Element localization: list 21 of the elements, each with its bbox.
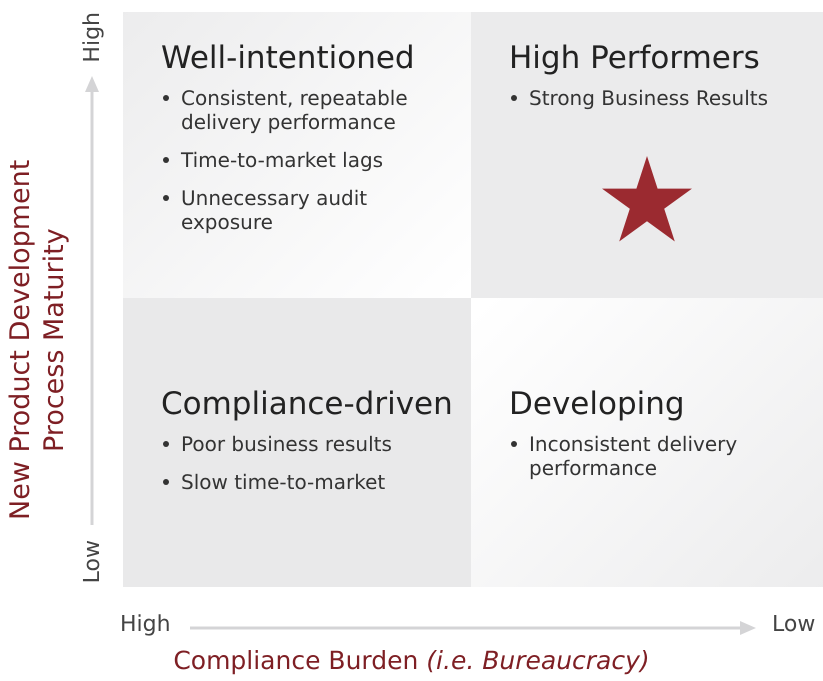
- axis-end-label: Low: [80, 540, 105, 584]
- bullet-text: Inconsistent delivery performance: [529, 432, 738, 480]
- axis-end-label: Low: [772, 612, 816, 637]
- quadrant-heading: High Performers: [509, 40, 761, 76]
- axis-end-label: High: [120, 612, 171, 637]
- quadrant-heading: Compliance-driven: [161, 386, 451, 422]
- axis-title: Compliance Burden (i.e. Bureaucracy): [172, 646, 651, 675]
- bullet-text: Poor business results: [181, 432, 392, 456]
- quadrant-panel: [471, 12, 823, 298]
- quadrant-panel: [123, 298, 471, 587]
- quadrant-panel: [123, 12, 471, 298]
- axis-end-label: High: [80, 12, 105, 63]
- quadrant-heading: Well-intentioned: [161, 40, 416, 76]
- quadrant-panel: [471, 298, 823, 587]
- bullet-text: Slow time-to-market: [181, 470, 386, 494]
- bullet-text: Consistent, repeatable delivery performance: [181, 86, 408, 134]
- bullet-text: Unnecessary audit exposure: [181, 186, 368, 234]
- bullet-text: Time-to-market lags: [181, 148, 384, 172]
- quadrant-heading: Developing: [509, 386, 686, 422]
- axis-title: New Product Development Process Maturity: [4, 158, 71, 522]
- bullet-text: Strong Business Results: [529, 86, 768, 110]
